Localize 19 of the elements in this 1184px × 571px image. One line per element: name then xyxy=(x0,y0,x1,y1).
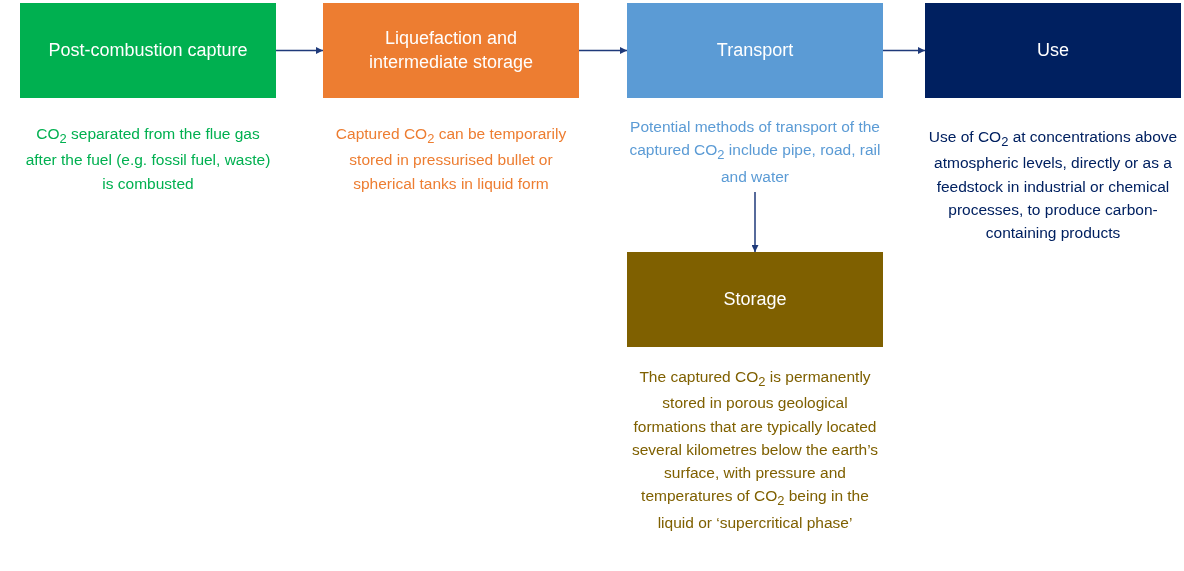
box-title: Post-combustion capture xyxy=(48,38,248,62)
step-description: Potential methods of transport of the captured CO$_{2}$ include pipe, road, rail and water xyxy=(628,117,882,187)
step-description: The captured CO$_{2}$ is permanently stored in porous geological formations that are typically located several kilometres below the earth’s surface, with pressure and temperatures of CO$_{2}$ being in the liquid or ‘supercritical phase’ xyxy=(630,367,880,533)
arrow xyxy=(751,191,759,253)
box-title: Liquefaction and intermediate storage xyxy=(367,27,535,74)
step-description: CO$_{2}$ separated from the flue gas after the fuel (e.g. fossil fuel, waste) is combusted xyxy=(24,124,272,194)
process-box xyxy=(20,3,276,98)
step-description: Use of CO$_{2}$ at concentrations above atmospheric levels, directly or as a feedstock in industrial or chemical processes, to produce carbon-containing products xyxy=(927,127,1179,244)
arrow xyxy=(882,47,926,54)
box-title: Use xyxy=(1037,38,1069,62)
box-title: Transport xyxy=(716,38,794,62)
box-title: Storage xyxy=(723,287,787,311)
process-box xyxy=(627,252,883,347)
arrow xyxy=(275,47,324,54)
arrow xyxy=(578,47,628,54)
process-box xyxy=(627,3,883,98)
step-description: Captured CO$_{2}$ can be temporarily stored in pressurised bullet or spherical tanks in liquid form xyxy=(334,124,568,194)
process-box xyxy=(323,3,579,98)
process-box xyxy=(925,3,1181,98)
